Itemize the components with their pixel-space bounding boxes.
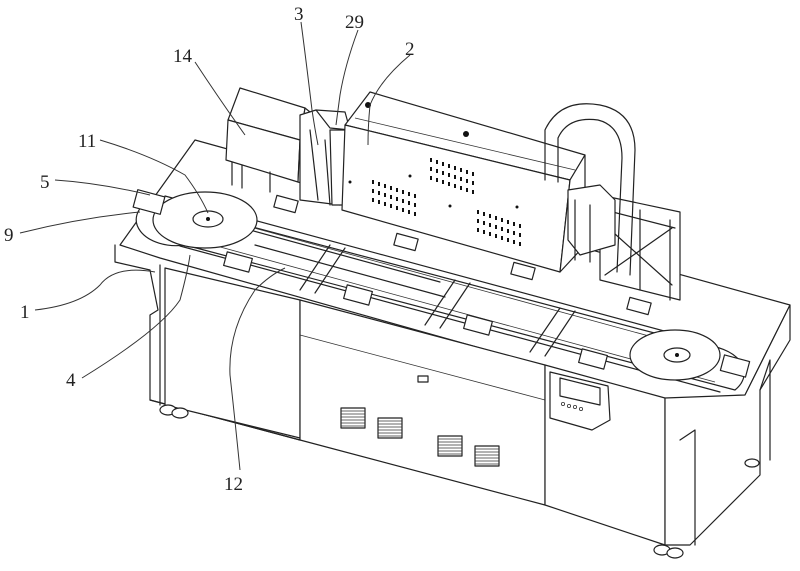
control-panel — [549, 371, 611, 431]
leader-4 — [81, 254, 191, 379]
left-turntable — [152, 191, 258, 249]
label-5: 5 — [40, 172, 50, 193]
label-29: 29 — [345, 12, 364, 33]
leader-29 — [335, 29, 359, 126]
hole-pattern — [372, 158, 521, 246]
leader-3 — [300, 21, 319, 146]
nameplate — [417, 375, 429, 383]
label-12: 12 — [224, 474, 243, 495]
vent-grille — [377, 417, 403, 439]
label-14: 14 — [173, 46, 193, 67]
leader-1 — [34, 269, 156, 311]
leader-5 — [54, 179, 151, 196]
right-clamp-unit — [567, 184, 616, 263]
leader-12 — [229, 267, 286, 471]
vent-grille — [437, 435, 463, 457]
arch-handle — [544, 103, 636, 276]
fixture-blocks — [132, 189, 751, 378]
leader-lines — [19, 21, 411, 471]
label-2: 2 — [405, 39, 415, 60]
feet — [159, 404, 760, 559]
vent-grille — [474, 445, 500, 467]
label-9: 9 — [4, 225, 14, 246]
leader-2 — [367, 54, 411, 146]
leader-9 — [19, 211, 141, 234]
leader-14 — [194, 61, 246, 136]
label-11: 11 — [78, 131, 96, 152]
label-4: 4 — [66, 370, 76, 391]
label-3: 3 — [294, 4, 304, 25]
rear-frame — [599, 194, 681, 301]
vent-grille — [340, 407, 366, 429]
bracket-assembly — [299, 109, 351, 206]
right-turntable — [629, 329, 721, 381]
vent-grilles — [340, 407, 500, 467]
reference-labels: 3 29 2 14 11 5 9 1 4 12 — [4, 4, 415, 495]
leader-11 — [99, 139, 209, 214]
label-1: 1 — [20, 302, 30, 323]
